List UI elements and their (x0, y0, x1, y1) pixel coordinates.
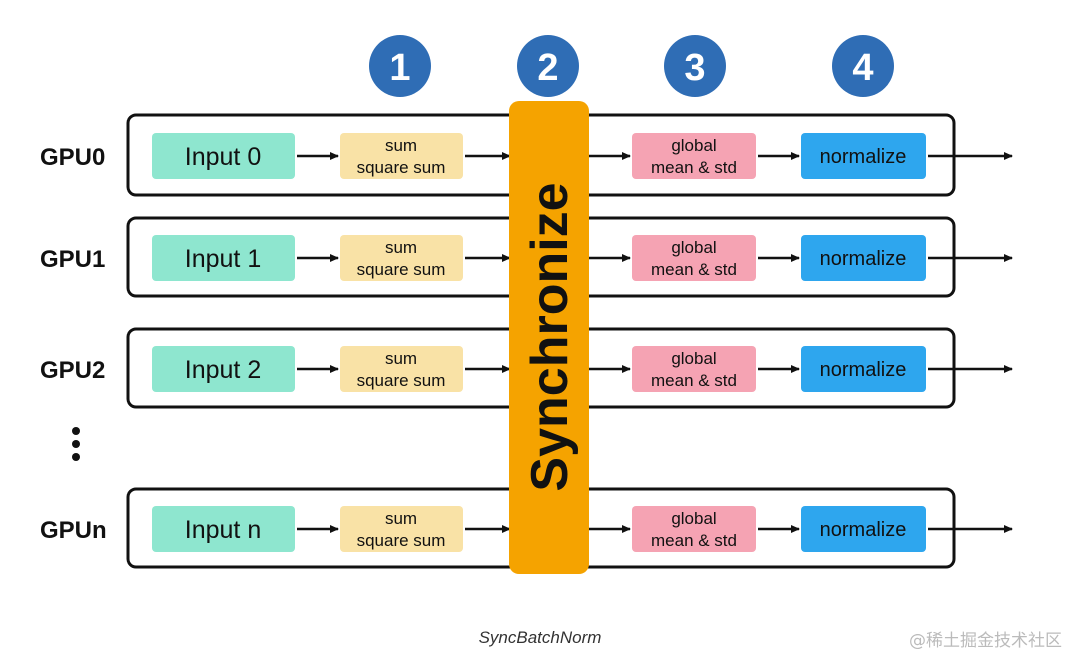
global-box (632, 235, 756, 281)
global-box-line1: global (671, 238, 716, 257)
normalize-box (801, 506, 926, 552)
sum-box-line2: square sum (357, 371, 446, 390)
sum-box-line1: sum (385, 509, 417, 528)
sum-box-line1: sum (385, 238, 417, 257)
synchronize-bar: Synchronize (509, 101, 589, 574)
global-box-line2: mean & std (651, 531, 737, 550)
step-1-marker: 1 (369, 35, 431, 97)
step-3-number: 3 (684, 47, 705, 89)
input-box-label: Input 2 (185, 356, 261, 384)
global-box-line1: global (671, 136, 716, 155)
step-2-circle (517, 35, 579, 97)
input-box-label: Input n (185, 516, 261, 544)
ellipsis (72, 427, 80, 461)
ellipsis-dot (72, 453, 80, 461)
step-4-marker: 4 (832, 35, 894, 97)
global-box-line1: global (671, 349, 716, 368)
global-box (632, 133, 756, 179)
normalize-box (801, 133, 926, 179)
step-2-number: 2 (537, 47, 558, 89)
normalize-box-label: normalize (820, 519, 907, 541)
normalize-box-label: normalize (820, 248, 907, 270)
step-2-marker: 2 (517, 35, 579, 97)
gpu-label: GPU0 (40, 144, 105, 171)
normalize-box-label: normalize (820, 359, 907, 381)
ellipsis-dot (72, 427, 80, 435)
global-box (632, 506, 756, 552)
sum-box (340, 133, 463, 179)
step-markers: 1 2 3 4 (369, 35, 894, 97)
sum-box-line2: square sum (357, 158, 446, 177)
sum-box (340, 346, 463, 392)
global-box-line1: global (671, 509, 716, 528)
gpu-label: GPU2 (40, 357, 105, 384)
sum-box (340, 235, 463, 281)
synchronize-bar-rect (509, 101, 589, 574)
global-box-line2: mean & std (651, 158, 737, 177)
step-4-number: 4 (852, 47, 873, 89)
step-3-circle (664, 35, 726, 97)
sum-box-line1: sum (385, 349, 417, 368)
normalize-box-label: normalize (820, 146, 907, 168)
step-1-number: 1 (389, 47, 410, 89)
sum-box-line2: square sum (357, 531, 446, 550)
synchronize-label: Synchronize (521, 182, 579, 491)
normalize-box (801, 235, 926, 281)
gpu-label: GPUn (40, 517, 107, 544)
gpu-label: GPU1 (40, 246, 105, 273)
step-4-circle (832, 35, 894, 97)
sum-box (340, 506, 463, 552)
global-box-line2: mean & std (651, 260, 737, 279)
global-box-line2: mean & std (651, 371, 737, 390)
step-3-marker: 3 (664, 35, 726, 97)
global-box (632, 346, 756, 392)
sum-box-line1: sum (385, 136, 417, 155)
input-box (152, 133, 295, 179)
watermark: @稀土掘金技术社区 (909, 631, 1062, 651)
sum-box-line2: square sum (357, 260, 446, 279)
ellipsis-dot (72, 440, 80, 448)
input-box-label: Input 1 (185, 245, 261, 273)
figure-caption: SyncBatchNorm (479, 628, 602, 647)
input-box (152, 346, 295, 392)
step-1-circle (369, 35, 431, 97)
input-box (152, 235, 295, 281)
input-box (152, 506, 295, 552)
input-box-label: Input 0 (185, 143, 261, 171)
normalize-box (801, 346, 926, 392)
